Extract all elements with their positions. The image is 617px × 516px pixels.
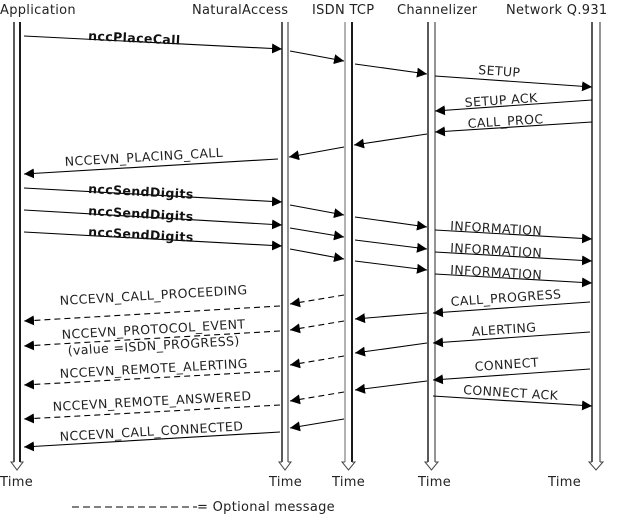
legend-text: = Optional message	[197, 500, 335, 515]
message-connect-ack-arrow	[432, 395, 593, 411]
time-arrow-app-icon	[10, 461, 24, 471]
message-label: NCCEVN_REMOTE_ANSWERED	[52, 388, 251, 414]
message-isdn-to-na-arrow	[289, 391, 345, 405]
message-setup-arrow	[434, 75, 593, 92]
message-isdn-to-na-arrow	[289, 320, 345, 334]
message-chan-to-isdn-arrow	[354, 380, 428, 394]
legend: = Optional message	[72, 500, 335, 515]
time-label-app: Time	[0, 475, 33, 490]
message-nccevn-call-proceeding-arrow	[23, 305, 281, 326]
message-chan-to-isdn-arrow	[353, 133, 428, 149]
lifeline-chan	[423, 22, 440, 471]
message-isdn-to-na-arrow	[288, 146, 345, 161]
time-label-isdn: Time	[331, 475, 365, 490]
time-arrow-na-icon	[278, 461, 292, 471]
message-label: NCCEVN_CALL_CONNECTED	[59, 418, 243, 444]
message-nccsenddigits-arrow	[23, 231, 283, 251]
time-label-chan: Time	[417, 475, 451, 490]
message-label: SETUP	[478, 62, 521, 80]
message-alerting-arrow	[432, 331, 591, 348]
message-label: CONNECT ACK	[463, 382, 559, 403]
message-information-arrow	[434, 229, 593, 244]
message-isdn-to-na-arrow	[289, 418, 345, 432]
message-nccevn-placing-call-arrow	[23, 158, 279, 179]
message-isdn-to-chan-arrow	[354, 63, 428, 78]
participant-na-label: NaturalAccess	[192, 3, 288, 18]
message-label: nccSendDigits	[88, 224, 194, 245]
message-chan-to-isdn-arrow	[354, 342, 428, 357]
message-call-proc-arrow	[434, 121, 593, 137]
message-label: nccSendDigits	[88, 181, 194, 202]
message-label: nccSendDigits	[88, 203, 194, 224]
lifeline-isdn	[340, 22, 357, 471]
message-label: SETUP ACK	[464, 90, 538, 110]
message-setup-ack-arrow	[434, 99, 593, 116]
message-connect-arrow	[432, 368, 591, 385]
message-label: nccPlaceCall	[88, 28, 181, 48]
time-arrow-chan-icon	[423, 461, 440, 471]
lifeline-na	[278, 22, 292, 471]
lifeline-net	[587, 22, 605, 471]
message-label: INFORMATION	[450, 262, 543, 282]
message-label: INFORMATION	[450, 218, 543, 238]
message-nccevn-remote-alerting-arrow	[23, 370, 281, 390]
time-label-net: Time	[547, 475, 581, 490]
message-na-to-isdn-arrow	[289, 248, 345, 263]
message-isdn-to-na-arrow	[289, 355, 345, 369]
message-nccevn-remote-answered-arrow	[23, 404, 281, 424]
participant-net-label: Network Q.931	[506, 3, 608, 18]
message-nccplacecall-arrow	[23, 35, 283, 54]
message-nccsenddigits-arrow	[23, 187, 283, 207]
participant-chan-label: Channelizer	[397, 3, 478, 18]
time-arrow-net-icon	[587, 461, 605, 471]
message-nccsenddigits-arrow	[23, 209, 283, 230]
message-label: INFORMATION	[450, 240, 543, 260]
message-nccevn-protocol-event-arrow	[23, 330, 281, 351]
time-arrow-isdn-icon	[340, 461, 357, 471]
lifeline-app	[10, 22, 24, 471]
message-information-arrow	[434, 273, 593, 288]
time-label-na: Time	[268, 475, 302, 490]
message-nccevn-call-connected-arrow	[23, 431, 281, 452]
message-call-progress-arrow	[432, 301, 591, 318]
message-label: CALL_PROC	[467, 111, 544, 131]
message-label: NCCEVN_PLACING_CALL	[64, 145, 223, 169]
participant-app-label: Application	[0, 3, 76, 18]
message-label: NCCEVN_CALL_PROCEEDING	[59, 282, 248, 308]
message-na-to-isdn-arrow	[289, 204, 345, 219]
participant-isdn-label: ISDN TCP	[312, 3, 374, 18]
message-isdn-to-chan-arrow	[354, 239, 428, 253]
message-na-to-isdn-arrow	[289, 227, 345, 241]
message-label: CONNECT	[474, 355, 539, 374]
message-isdn-to-chan-arrow	[354, 260, 428, 274]
message-na-to-isdn-arrow	[289, 50, 345, 65]
message-label: ALERTING	[471, 320, 537, 339]
message-information-arrow	[434, 251, 593, 266]
message-chan-to-isdn-arrow	[354, 312, 428, 324]
message-label: NCCEVN_REMOTE_ALERTING	[59, 356, 248, 381]
message-isdn-to-na-arrow	[289, 294, 345, 308]
message-isdn-to-chan-arrow	[354, 216, 428, 231]
